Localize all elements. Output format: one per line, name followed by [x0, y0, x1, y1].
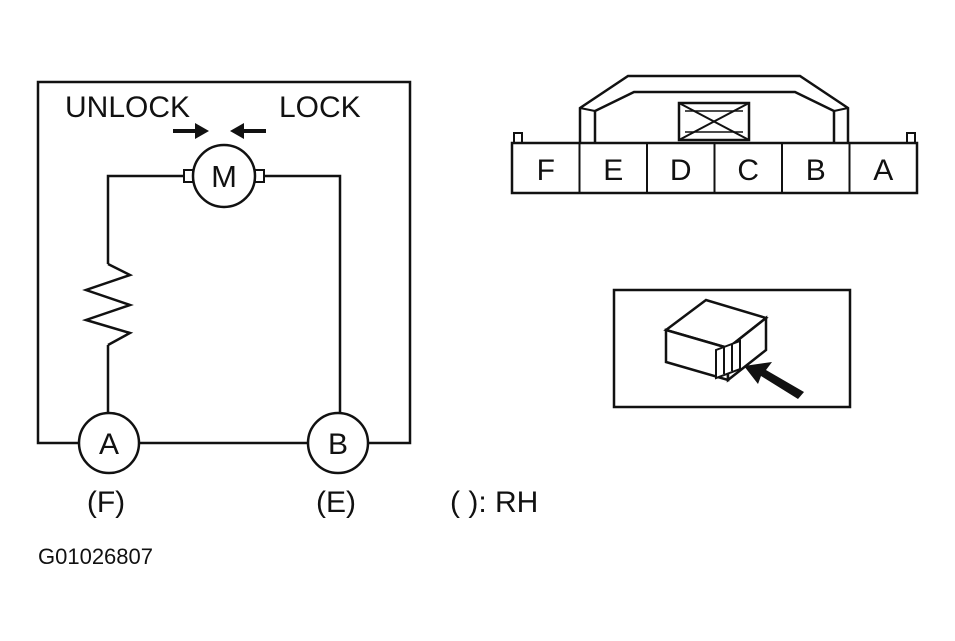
- connector-pin-e: E: [578, 143, 623, 193]
- connector-pin-label: E: [603, 154, 623, 187]
- connector-pin-label: B: [806, 154, 826, 187]
- motor: M: [183, 143, 265, 209]
- resistor-symbol: [81, 262, 134, 347]
- connector-pin-a: A: [848, 143, 893, 193]
- terminal-a: A: [77, 411, 141, 475]
- terminal-b-label: B: [328, 428, 348, 461]
- connector-pin-label: C: [737, 154, 759, 187]
- circuit-diagram: M UNLOCK LOCK A B (F) (E): [36, 80, 412, 519]
- terminal-b-rh-label: (E): [316, 486, 356, 519]
- connector-right-tab: [906, 132, 916, 144]
- motor-circle: [191, 143, 257, 209]
- connector-latch-inner: [593, 90, 836, 143]
- connector-pin-b: B: [781, 143, 826, 193]
- terminal-a-label: A: [99, 428, 119, 461]
- connector-pin-label: F: [537, 154, 555, 187]
- lock-arrow: [230, 123, 266, 139]
- unlock-label: UNLOCK: [65, 91, 190, 124]
- connector-pin-d: D: [646, 143, 692, 193]
- connector-pin-c: C: [713, 143, 759, 193]
- connector-latch-outer: [578, 74, 850, 143]
- rh-note: ( ): RH: [450, 486, 538, 519]
- right-wire: [262, 174, 342, 415]
- lock-label: LOCK: [279, 91, 361, 124]
- connector-pin-label: D: [670, 154, 692, 187]
- terminal-b: B: [306, 411, 370, 475]
- motor-right-brush: [254, 169, 265, 183]
- figure-code: G01026807: [38, 544, 153, 569]
- unlock-arrow: [173, 123, 209, 139]
- motor-label: M: [211, 159, 237, 194]
- terminal-a-rh-label: (F): [87, 486, 125, 519]
- component-view: [612, 288, 852, 409]
- motor-left-brush: [183, 169, 194, 183]
- connector-pin-label: A: [873, 154, 893, 187]
- view-direction-arrow: [744, 362, 804, 399]
- connector-pin-f: F: [537, 154, 555, 187]
- circuit-outer-frame: [36, 80, 412, 445]
- left-wire: [106, 174, 186, 415]
- connector-left-tab: [513, 132, 523, 144]
